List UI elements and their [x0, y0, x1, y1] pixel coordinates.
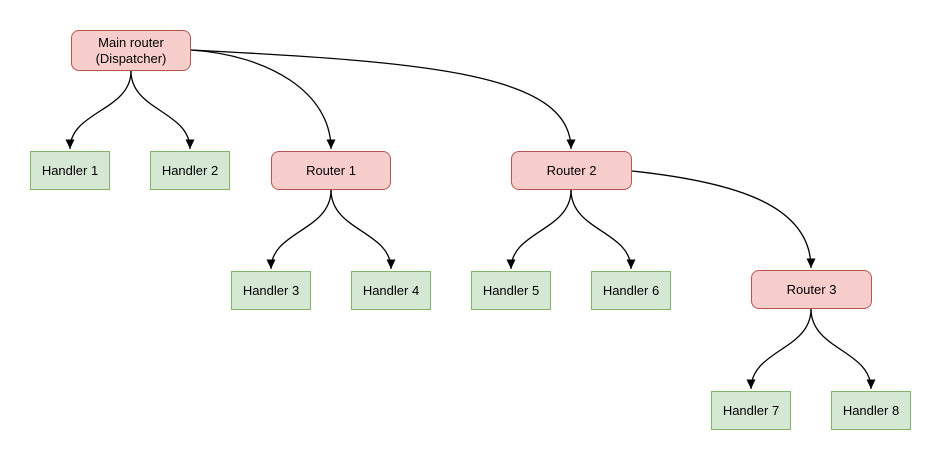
edge-main-router-to-handler-1: [65, 70, 132, 150]
node-router-2: Router 2: [511, 151, 632, 190]
node-main-router: Main router (Dispatcher): [71, 30, 191, 71]
node-label: Main router (Dispatcher): [95, 34, 167, 66]
edge-router-2-to-handler-6: [570, 189, 636, 270]
edge-router-1-to-handler-3: [266, 189, 332, 270]
node-label: Handler 8: [842, 402, 900, 418]
edge-router-3-to-handler-8: [810, 308, 876, 390]
node-label: Handler 4: [362, 282, 420, 298]
node-router-3: Router 3: [751, 270, 872, 309]
edge-router-1-to-handler-4: [330, 189, 396, 270]
edge-main-router-to-handler-2: [130, 70, 195, 150]
node-label: Handler 2: [161, 162, 219, 178]
node-label: Router 2: [546, 162, 597, 178]
node-handler-7: Handler 7: [711, 391, 791, 430]
edge-router-3-to-handler-7: [746, 308, 812, 390]
node-handler-3: Handler 3: [231, 271, 311, 310]
node-label: Router 3: [786, 281, 837, 297]
node-label: Handler 3: [242, 282, 300, 298]
node-label: Handler 6: [602, 282, 660, 298]
node-label: Router 1: [306, 162, 356, 178]
edge-main-router-to-router-1: [190, 49, 336, 150]
edge-main-router-to-router-2: [190, 49, 576, 150]
node-label: Handler 1: [41, 162, 99, 178]
node-handler-2: Handler 2: [150, 151, 230, 190]
node-router-1: Router 1: [271, 151, 391, 190]
node-handler-8: Handler 8: [831, 391, 911, 430]
node-handler-4: Handler 4: [351, 271, 431, 310]
node-handler-5: Handler 5: [471, 271, 551, 310]
node-label: Handler 5: [482, 282, 540, 298]
node-label: Handler 7: [722, 402, 780, 418]
node-handler-6: Handler 6: [591, 271, 671, 310]
node-handler-1: Handler 1: [30, 151, 110, 190]
edge-router-2-to-router-3: [631, 170, 816, 269]
edge-router-2-to-handler-5: [506, 189, 572, 270]
